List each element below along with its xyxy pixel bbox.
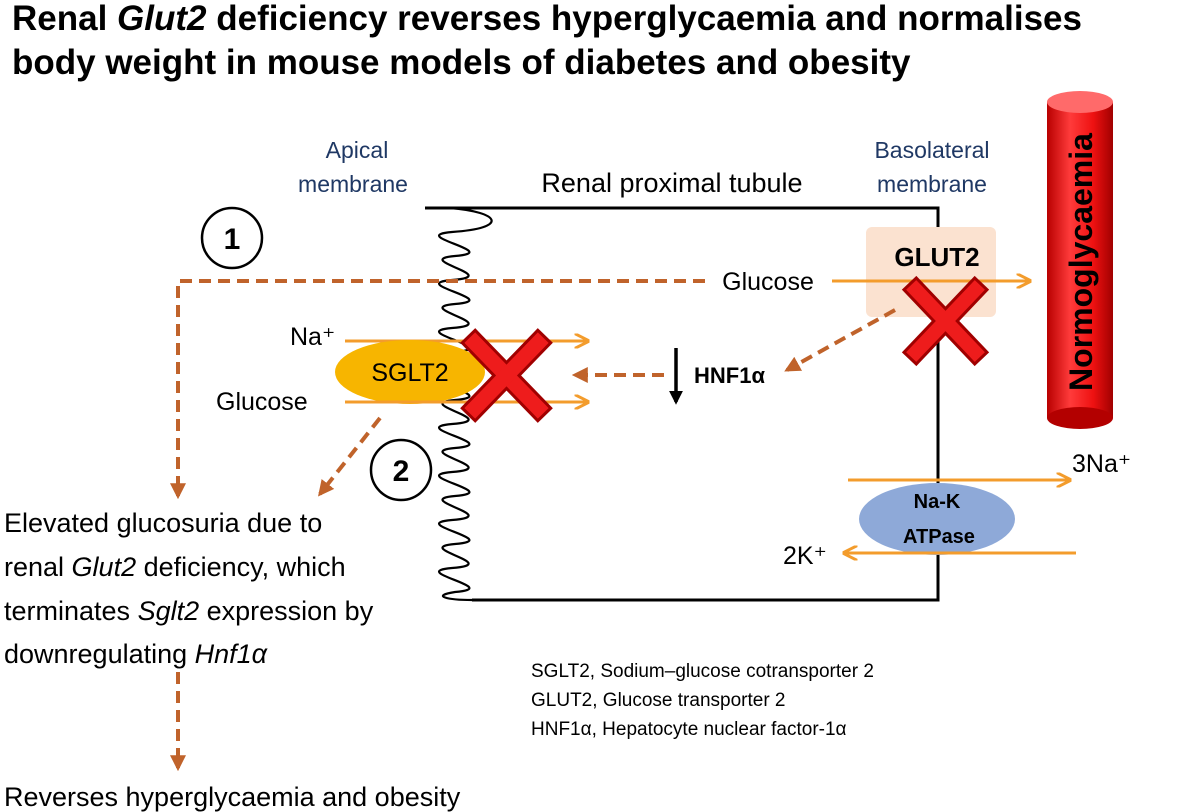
glucosuria-dashed-path	[170, 279, 705, 500]
sglt2-label: SGLT2	[371, 359, 448, 387]
apical-label-line-1: Apical	[326, 137, 389, 163]
sglt2-transporter	[335, 340, 485, 404]
atpase-label-line-2: ATPase	[903, 526, 975, 548]
figure-title-line-1: Renal Glut2 deficiency reverses hypergly…	[12, 0, 1082, 38]
abbreviation-legend: SGLT2, Sodium–glucose cotransporter 2 GL…	[531, 661, 874, 740]
sglt2-to-outcome-arrow	[318, 416, 382, 497]
cell-outline	[425, 206, 940, 602]
basolateral-label-line-2: membrane	[877, 171, 987, 197]
sglt2-blocked-cross	[460, 328, 553, 423]
atpase-label-line-1: Na-K	[914, 491, 961, 513]
step-2-label: 2	[393, 455, 410, 488]
outcome-text: Elevated glucosuria due to renal Glut2 d…	[4, 508, 374, 669]
glucose-top-label: Glucose	[722, 268, 814, 296]
basolateral-label-line-1: Basolateral	[874, 137, 989, 163]
step-1-label: 1	[224, 223, 241, 256]
figure-title-line-2: body weight in mouse models of diabetes …	[12, 43, 911, 82]
tubule-label: Renal proximal tubule	[541, 168, 802, 198]
na-plus-label: Na⁺	[290, 323, 335, 351]
final-outcome: Reverses hyperglycaemia and obesity	[4, 782, 461, 812]
glucose-left-label: Glucose	[216, 388, 308, 416]
normoglycaemia-label: Normoglycaemia	[1063, 133, 1099, 391]
glut2-blocked-cross	[901, 275, 990, 367]
na-k-atpase-pump	[859, 483, 1015, 555]
svg-text:downregulating Hnf1α: downregulating Hnf1α	[4, 639, 269, 669]
legend-glut2: GLUT2, Glucose transporter 2	[531, 690, 786, 711]
normoglycaemia-cylinder: Normoglycaemia	[1047, 91, 1113, 429]
apical-label-line-2: membrane	[298, 171, 408, 197]
svg-text:Elevated glucosuria due to: Elevated glucosuria due to	[4, 508, 322, 538]
step-2-marker	[369, 438, 433, 502]
glut2-label: GLUT2	[894, 242, 979, 272]
two-k-label: 2K⁺	[783, 542, 827, 570]
svg-text:renal Glut2 deficiency, which: renal Glut2 deficiency, which	[4, 552, 346, 582]
legend-hnf1a: HNF1α, Hepatocyte nuclear factor-1α	[531, 719, 847, 740]
legend-sglt2: SGLT2, Sodium–glucose cotransporter 2	[531, 661, 874, 682]
glut2-to-hnf1a-arrow	[784, 308, 896, 372]
hnf1a-label: HNF1α	[694, 363, 765, 388]
svg-text:terminates Sglt2 expression by: terminates Sglt2 expression by	[4, 596, 374, 626]
three-na-label: 3Na⁺	[1072, 450, 1131, 478]
step-1-marker	[200, 206, 264, 270]
